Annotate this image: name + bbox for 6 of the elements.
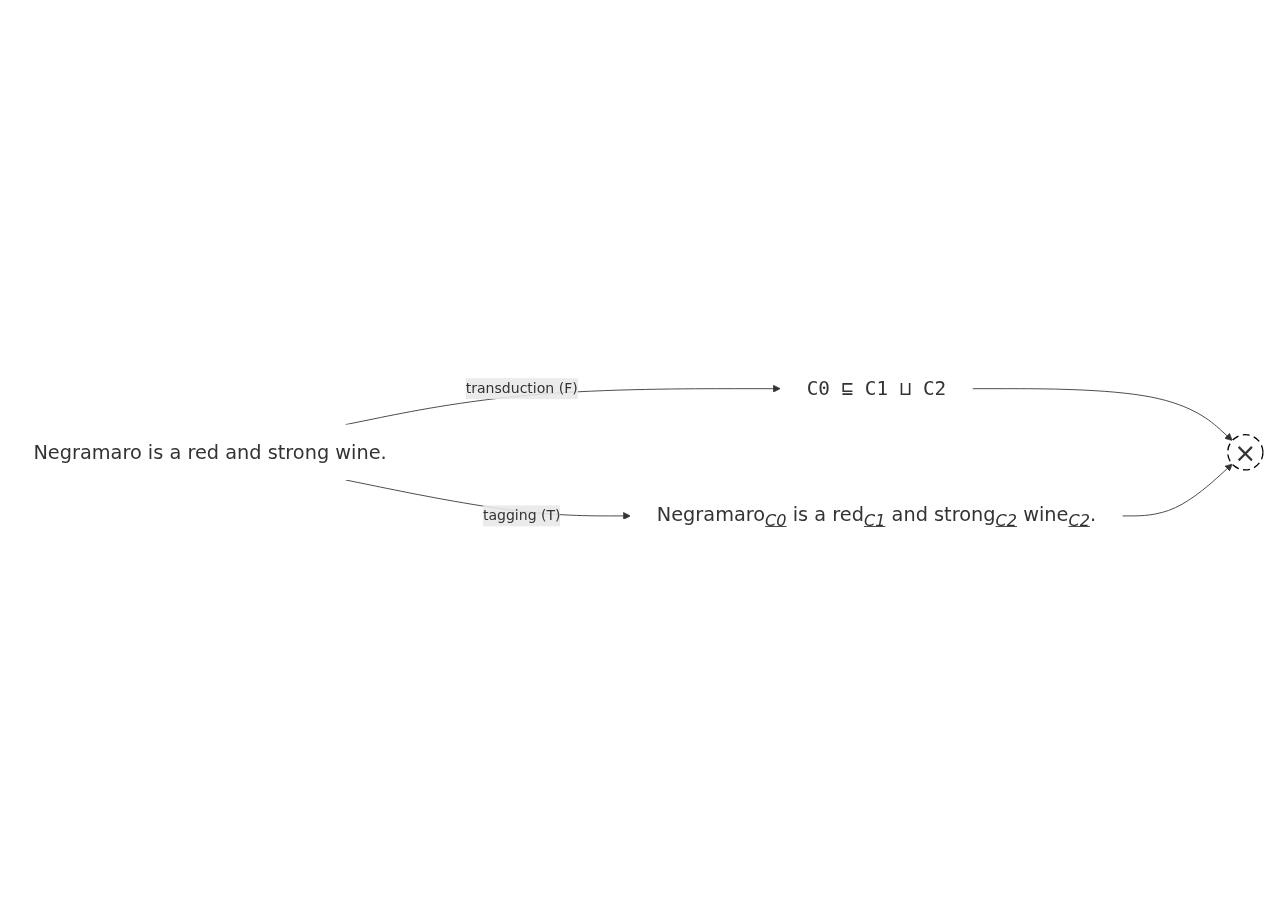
node-text: C0 ⊑ C1 ⊔ C2 bbox=[806, 377, 947, 400]
node-text: Negramaro$_{C0}$ is a red$_{C1}$ and strong$_{C2}$ wine$_{C2}$. bbox=[656, 503, 1097, 529]
node-text: Negramaro is a red and strong wine. bbox=[33, 441, 387, 464]
node-circle: × bbox=[1227, 433, 1264, 471]
edge-label: transduction (F) bbox=[465, 379, 578, 397]
edge-label: tagging (T) bbox=[482, 506, 561, 524]
